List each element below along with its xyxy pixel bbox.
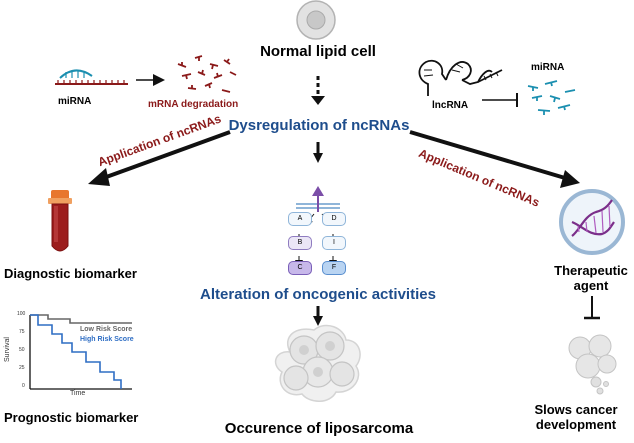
- liposarcoma-cluster-icon: [274, 324, 361, 402]
- therapeutic-inhibition-icon: [584, 296, 600, 320]
- dna-dish-icon: [559, 189, 625, 255]
- km-low-risk-curve: [30, 314, 132, 324]
- signaling-pathway-icon: [295, 186, 340, 268]
- mirna-left-label: miRNA: [58, 96, 92, 107]
- mirna-right-label: miRNA: [531, 62, 565, 73]
- lncrna-hairpin-icon: [418, 59, 503, 96]
- pathway-node-b: B: [288, 236, 312, 250]
- normal-lipid-cell-icon: [296, 0, 336, 40]
- right-application-arrow-icon: [409, 130, 580, 188]
- pathway-node-a: A: [288, 212, 312, 226]
- km-ylabel: Survival: [4, 337, 11, 362]
- km-tick-75: 75: [19, 329, 25, 335]
- shrinking-tumor-icon: [568, 334, 617, 395]
- inhibition-line-icon: [482, 93, 518, 107]
- dashed-arrow-icon: [311, 76, 325, 105]
- alteration-title: Alteration of oncogenic activities: [200, 286, 436, 303]
- therapeutic-agent-label: Therapeutic agent: [554, 263, 628, 293]
- km-high-risk-curve: [30, 314, 122, 389]
- pathway-node-i: I: [322, 236, 346, 250]
- pathway-node-d: D: [322, 212, 346, 226]
- km-tick-25: 25: [19, 365, 25, 371]
- kaplan-meier-plot: [29, 314, 132, 390]
- pathway-node-f: F: [322, 261, 346, 275]
- pathway-node-c: C: [288, 261, 312, 275]
- blood-tube-icon: [48, 190, 72, 252]
- lncrna-label: lncRNA: [432, 100, 469, 111]
- km-tick-0: 0: [22, 383, 25, 389]
- km-low-risk-legend: Low Risk Score: [80, 326, 133, 333]
- left-application-arrow-icon: [88, 130, 231, 186]
- occurrence-title: Occurence of liposarcoma: [224, 420, 414, 437]
- mirna-mrna-binding-icon: [55, 69, 128, 85]
- mrna-fragments-icon: [177, 55, 237, 93]
- prognostic-biomarker-label: Prognostic biomarker: [4, 410, 139, 425]
- mrna-degradation-label: mRNA degradation: [148, 99, 239, 110]
- diagnostic-biomarker-label: Diagnostic biomarker: [4, 266, 137, 281]
- km-xlabel: Time: [70, 390, 86, 397]
- km-tick-100: 100: [17, 311, 26, 317]
- mirna-cluster-icon: [527, 80, 576, 115]
- normal-lipid-cell-label: Normal lipid cell: [260, 43, 376, 60]
- km-high-risk-legend: High Risk Score: [80, 336, 134, 343]
- slows-cancer-label: Slows cancer development: [534, 402, 618, 432]
- dysregulation-title: Dysregulation of ncRNAs: [228, 117, 410, 134]
- km-tick-50: 50: [19, 347, 25, 353]
